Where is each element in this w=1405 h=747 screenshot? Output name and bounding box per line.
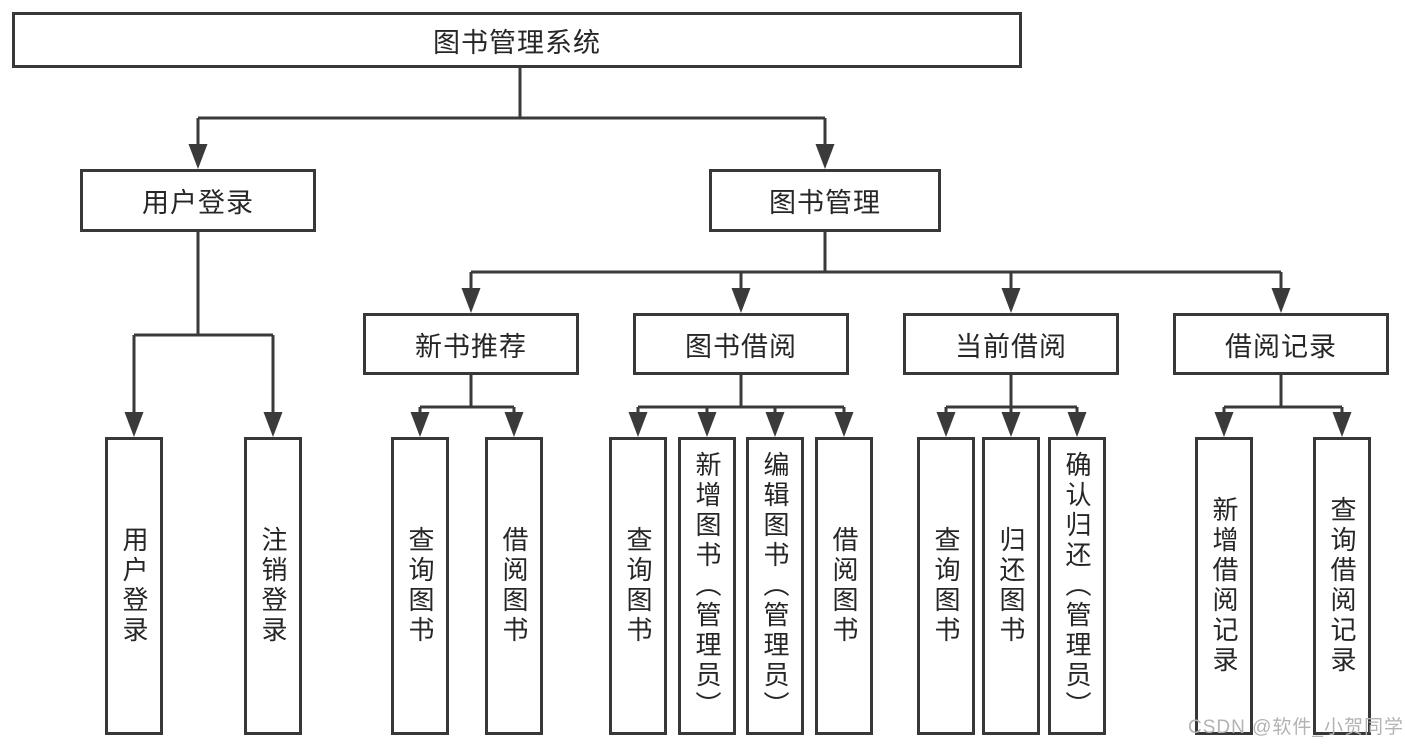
- leaf-borrow-books-recommend: 借阅图书: [485, 437, 543, 735]
- node-user-login: 用户登录: [80, 169, 316, 232]
- leaf-borrow-books: 借阅图书: [815, 437, 873, 735]
- connector-new-book-recommendation-to-leaves: [410, 375, 524, 437]
- leaf-confirm-return-admin: 确认归还（管理员）: [1048, 437, 1106, 735]
- node-book-management: 图书管理: [709, 169, 941, 232]
- connector-root-to-level2: [188, 68, 835, 169]
- connector-book-management-to-level3: [461, 232, 1291, 313]
- node-new-book-recommendation: 新书推荐: [363, 313, 579, 375]
- leaf-logout: 注销登录: [244, 437, 302, 735]
- leaf-add-book-admin: 新增图书（管理员）: [678, 437, 736, 735]
- leaf-query-borrow-record: 查询借阅记录: [1313, 437, 1371, 735]
- connector-user-login-to-leaves: [124, 232, 283, 437]
- connector-current-borrowing-to-leaves: [936, 375, 1087, 437]
- watermark: CSDN @软件_小贺同学: [1188, 717, 1404, 738]
- node-current-borrowing: 当前借阅: [903, 313, 1119, 375]
- leaf-return-book: 归还图书: [982, 437, 1040, 735]
- leaf-query-books-recommend: 查询图书: [391, 437, 449, 735]
- leaf-add-borrow-record: 新增借阅记录: [1195, 437, 1253, 735]
- node-borrow-records: 借阅记录: [1173, 313, 1389, 375]
- connector-book-borrowing-to-leaves: [628, 375, 854, 437]
- node-root: 图书管理系统: [12, 12, 1022, 68]
- leaf-query-books-borrowing: 查询图书: [609, 437, 667, 735]
- leaf-user-login: 用户登录: [105, 437, 163, 735]
- leaf-query-books-current: 查询图书: [917, 437, 975, 735]
- leaf-edit-book-admin: 编辑图书（管理员）: [746, 437, 804, 735]
- connector-borrow-records-to-leaves: [1214, 375, 1352, 437]
- node-book-borrowing: 图书借阅: [633, 313, 849, 375]
